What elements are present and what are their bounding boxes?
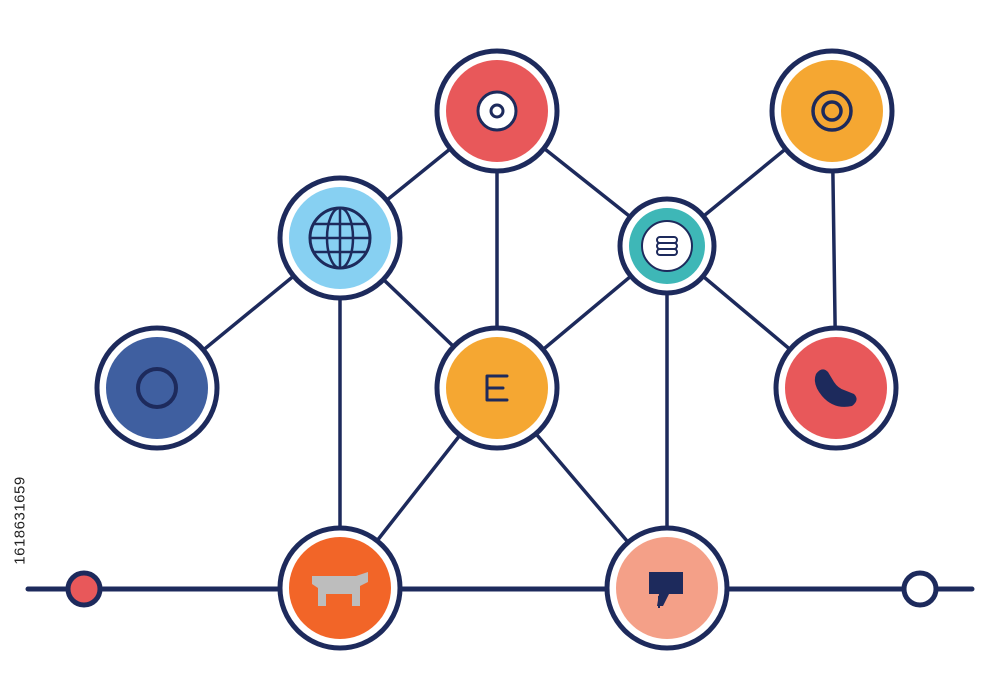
concentric-circle-icon [811,90,853,132]
node-center [434,325,560,451]
thumbs-down-icon [649,572,683,608]
node-top-center [434,48,560,174]
nodes [94,48,899,651]
stock-id-label: 1618631659 [11,476,29,565]
node-left [94,325,220,451]
ring-icon [136,367,178,409]
timeline [25,570,975,608]
node-bottom-left [277,525,403,651]
node-fill [781,60,883,162]
timeline-start-marker [65,570,103,608]
node-right [773,325,899,451]
phone-icon [814,369,857,407]
letter-e-icon [485,374,509,402]
timeline-end-marker [901,570,939,608]
cow-icon [312,572,368,606]
node-bottom-right [604,525,730,651]
node-fill [106,337,208,439]
node-globe [277,175,403,301]
target-icon [476,90,518,132]
node-top-right [769,48,895,174]
globe-icon [308,206,372,270]
coin-stack-icon [641,220,693,272]
node-stack [617,196,717,296]
